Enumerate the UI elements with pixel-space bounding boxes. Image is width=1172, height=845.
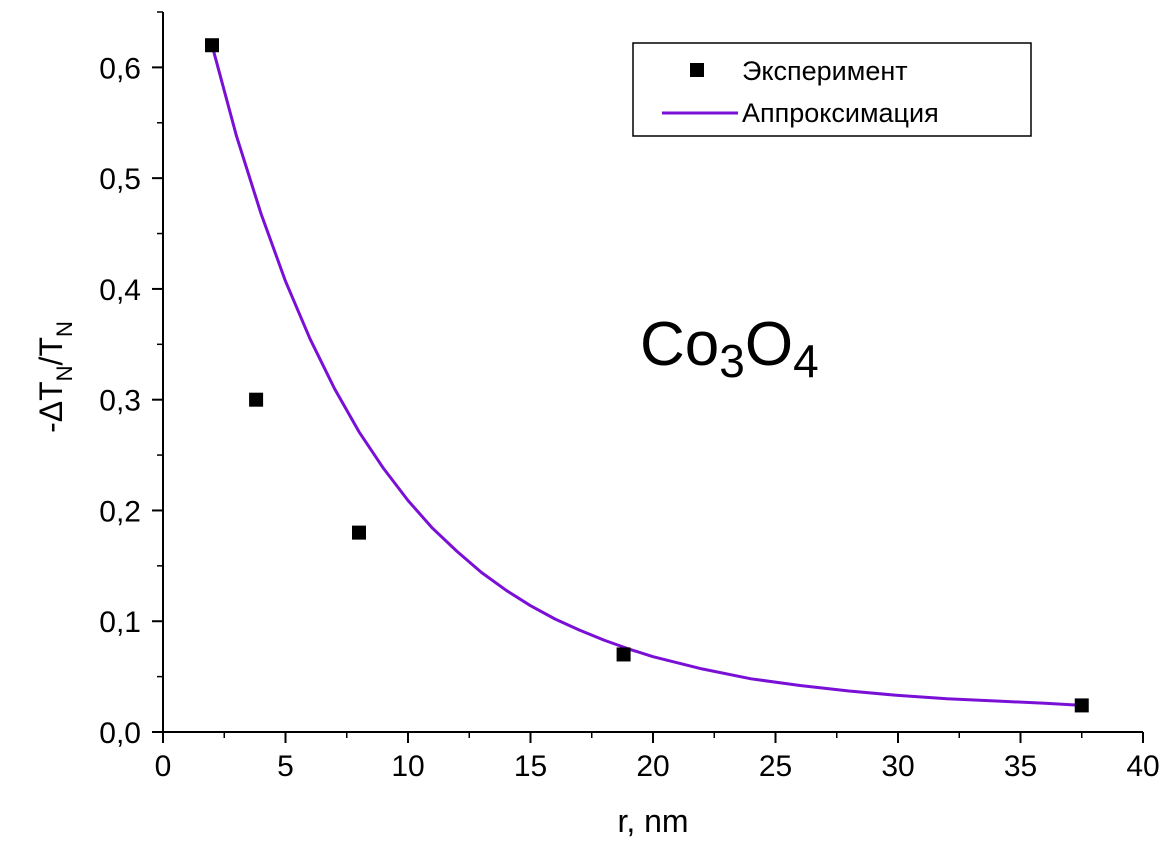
legend: Эксперимент Аппроксимация [632, 42, 1032, 137]
legend-box [632, 42, 1032, 137]
experiment-point [205, 38, 219, 53]
y-tick-label: 0,3 [99, 385, 141, 418]
x-tick-label: 15 [514, 750, 547, 783]
x-tick-label: 20 [636, 750, 669, 783]
x-tick-label: 5 [277, 750, 294, 783]
y-axis-title: -ΔTN/TN [33, 321, 77, 433]
legend-label-approximation: Аппроксимация [742, 98, 939, 128]
y-axis-title-prefix: -ΔT [33, 381, 69, 433]
y-axis-title-mid: /T [33, 337, 69, 365]
annotation-sub2: 4 [793, 335, 819, 387]
legend-label-experiment: Эксперимент [742, 56, 908, 86]
experiment-point [616, 647, 631, 662]
experiment-point [249, 392, 264, 407]
y-axis-title-sub1: N [52, 365, 77, 381]
legend-marker-experiment [690, 63, 704, 77]
y-tick-label: 0,1 [99, 606, 141, 639]
plot-series [205, 38, 1089, 713]
x-tick-label: 0 [155, 750, 172, 783]
y-tick-label: 0,4 [99, 274, 141, 307]
x-tick-label: 35 [1004, 750, 1037, 783]
compound-annotation: Co3O4 [640, 310, 819, 387]
annotation-base1: Co [640, 310, 719, 379]
x-axis-title: r, nm [617, 803, 688, 839]
experiment-point [1074, 698, 1089, 713]
approximation-curve [210, 44, 1082, 707]
x-tick-label: 25 [759, 750, 792, 783]
annotation-sub1: 3 [719, 335, 745, 387]
experiment-point [352, 525, 366, 540]
annotation-base2: O [745, 310, 793, 379]
x-axis-ticks: 0 5 10 15 20 25 30 35 40 [155, 732, 1160, 783]
y-axis-title-sub2: N [52, 321, 77, 337]
x-tick-label: 40 [1126, 750, 1159, 783]
y-tick-label: 0,2 [99, 495, 141, 528]
y-tick-label: 0,6 [99, 52, 141, 85]
x-tick-label: 30 [881, 750, 914, 783]
y-axis-ticks: 0,0 0,1 0,2 0,3 0,4 0,5 0,6 [99, 11, 163, 750]
y-tick-label: 0,5 [99, 163, 141, 196]
y-tick-label: 0,0 [99, 717, 141, 750]
x-tick-label: 10 [391, 750, 424, 783]
